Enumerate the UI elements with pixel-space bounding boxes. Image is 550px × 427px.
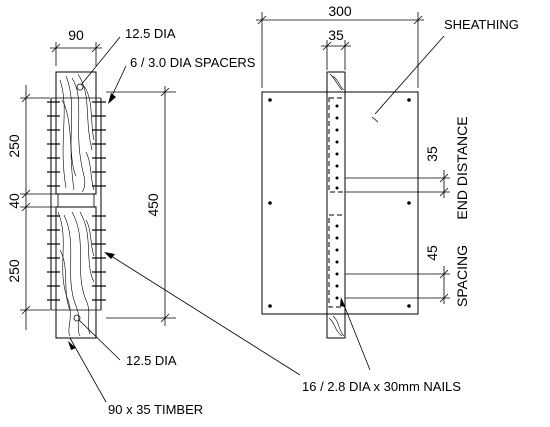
gap-spacer — [57, 193, 95, 208]
sheathing-panel — [261, 91, 419, 315]
dim-sheathing-width: 300 — [256, 3, 424, 88]
label-hole-bottom: 12.5 DIA — [126, 353, 177, 368]
leader-hole-top: 12.5 DIA — [80, 26, 176, 86]
label-spacers: 6 / 3.0 DIA SPACERS — [130, 55, 256, 70]
label-sheathing: SHEATHING — [444, 17, 519, 32]
dim-timber-width-text: 90 — [68, 27, 84, 43]
front-elevation-view: 300 35 SHEATHING 35 END DISTANCE — [256, 3, 519, 339]
leader-sheathing: SHEATHING — [371, 17, 519, 123]
leader-nails: 16 / 2.8 DIA x 30mm NAILS — [104, 252, 461, 394]
dim-end-distance-text: 35 — [424, 146, 440, 162]
nail-dots-front — [335, 104, 339, 300]
label-nails: 16 / 2.8 DIA x 30mm NAILS — [302, 379, 461, 394]
spacer-holes — [268, 98, 411, 308]
timber-edge-front — [326, 71, 346, 339]
leader-hole-bottom: 12.5 DIA — [78, 319, 177, 368]
label-hole-top: 12.5 DIA — [125, 26, 176, 41]
side-elevation-view: 90 250 40 250 450 — [6, 26, 256, 417]
dim-top-length-text: 250 — [6, 134, 22, 158]
dim-end-distance: 35 END DISTANCE — [345, 116, 470, 220]
dim-spacing: 45 SPACING — [345, 245, 470, 307]
dim-timber-thickness: 35 — [321, 27, 351, 70]
top-timber-piece — [55, 71, 97, 195]
sheathing-plates-side — [50, 97, 102, 311]
dim-overall-length: 450 — [106, 86, 176, 326]
bottom-timber-piece — [55, 206, 97, 339]
dim-timber-thickness-text: 35 — [328, 27, 344, 43]
bottom-bolt-hole — [73, 314, 81, 322]
dim-overall-length-text: 450 — [145, 193, 161, 217]
label-spacing: SPACING — [454, 245, 470, 307]
leader-spacers: 6 / 3.0 DIA SPACERS — [108, 55, 256, 104]
hidden-top-timber — [328, 97, 346, 193]
dim-sheathing-width-text: 300 — [328, 3, 352, 19]
timber-visible-ends — [328, 73, 345, 337]
hidden-bottom-timber — [328, 214, 346, 308]
nails-side-view — [47, 101, 106, 301]
dim-gap-text: 40 — [6, 193, 22, 209]
dim-bottom-length-text: 250 — [6, 259, 22, 283]
dim-timber-width: 90 — [50, 27, 102, 66]
leader-timber: 90 x 35 TIMBER — [68, 337, 203, 417]
label-end-distance: END DISTANCE — [454, 116, 470, 219]
dim-spacing-text: 45 — [424, 245, 440, 261]
dim-left-chain: 250 40 250 — [6, 85, 56, 330]
label-timber: 90 x 35 TIMBER — [108, 402, 203, 417]
top-bolt-hole — [76, 83, 84, 91]
